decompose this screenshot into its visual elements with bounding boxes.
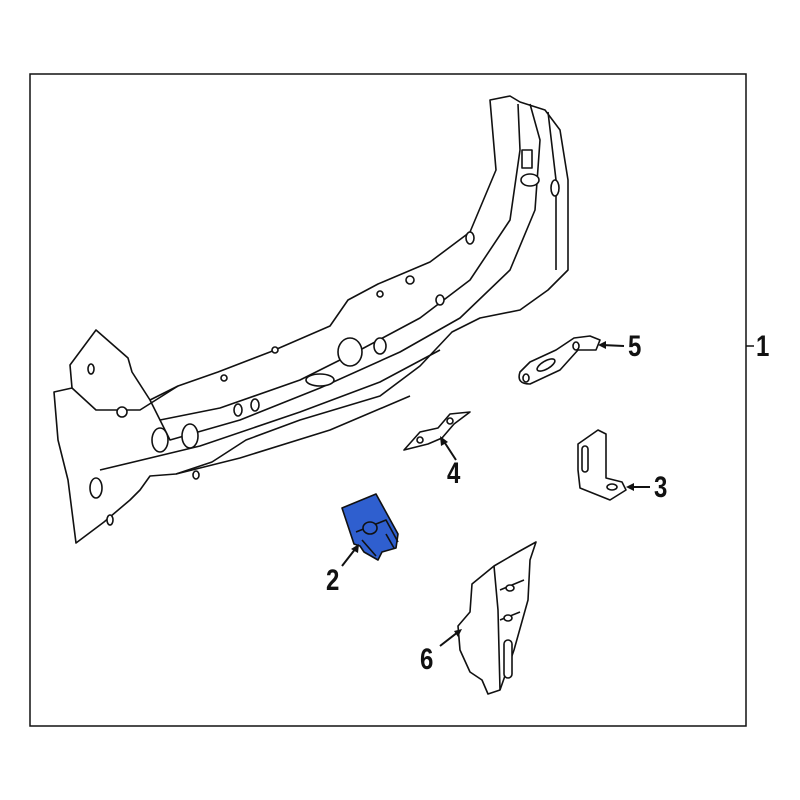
callout-label-5: 5 [628, 330, 642, 363]
rear-body-panel-assembly [53, 95, 569, 544]
side-extension-panel [457, 541, 537, 695]
callout-label-4: 4 [447, 457, 461, 490]
callout-6-arrow [439, 631, 459, 647]
small-reinforcement [403, 411, 471, 451]
callout-label-6: 6 [420, 643, 434, 676]
callout-label-2: 2 [326, 564, 340, 597]
callout-label-3: 3 [654, 471, 668, 504]
highlighted-bracket [341, 493, 399, 561]
callout-2-arrow [341, 547, 357, 567]
callout-label-1: 1 [756, 330, 770, 363]
strap-bracket [518, 335, 601, 385]
diagram-frame [29, 73, 747, 727]
l-bracket [577, 429, 627, 501]
